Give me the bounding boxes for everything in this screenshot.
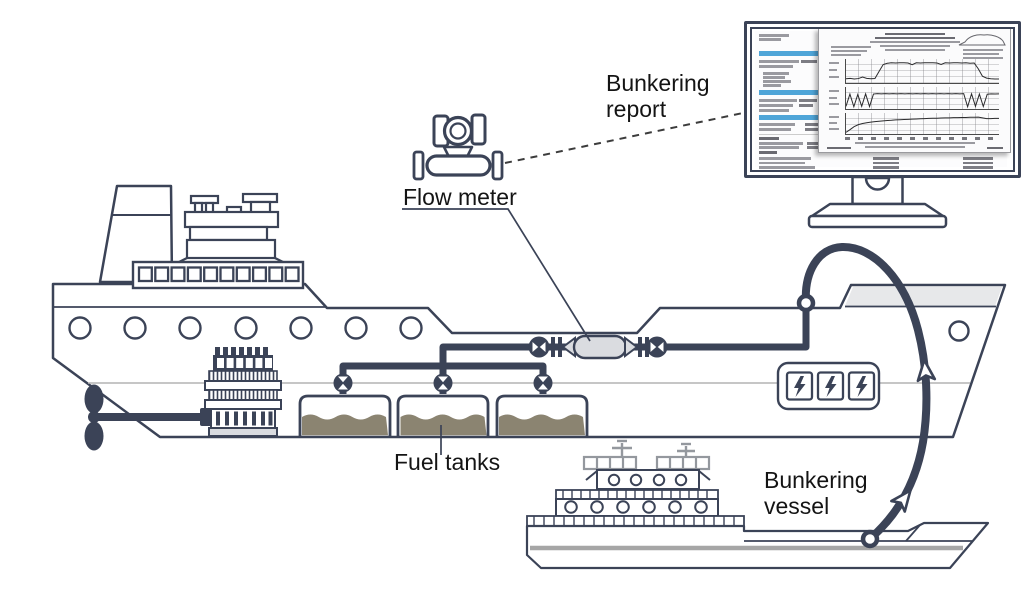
report-chart-total — [845, 113, 999, 135]
report-chart-page — [818, 29, 1011, 153]
hose-arrow-icon — [890, 489, 912, 513]
engine-top-crenellation — [215, 347, 268, 356]
tank-valves — [333, 373, 553, 393]
lightning-bolt-icon — [825, 376, 837, 397]
hose-path — [801, 242, 931, 542]
monitor-stand — [807, 175, 948, 229]
bunker-hose — [796, 242, 937, 549]
report-chart-density — [845, 87, 999, 110]
report-dashed-connector — [504, 112, 744, 164]
porthole-row — [68, 316, 970, 342]
report-section-bar — [759, 90, 823, 95]
vessel-hose-connector — [860, 529, 880, 549]
report-text-line — [759, 38, 781, 41]
electrical-panel — [776, 361, 881, 411]
deck-manifold-connector — [796, 293, 816, 313]
fuel-tanks — [298, 394, 589, 436]
fuel-tank — [298, 394, 392, 436]
flow-meter-icon — [412, 113, 504, 181]
propeller-icon — [84, 384, 104, 451]
flow-meter-label: Flow meter — [403, 184, 517, 210]
report-chart-flow — [845, 59, 999, 84]
report-text-line — [759, 34, 789, 37]
inline-flow-meter — [528, 334, 668, 360]
hose-arrow-icon — [916, 358, 937, 383]
vessel-top-railings — [582, 455, 711, 471]
bunkering-report-label: Bunkering report — [606, 70, 710, 122]
gate-valve-icon — [533, 373, 553, 393]
butterfly-valve-icon — [646, 336, 668, 358]
bunkering-vessel-label: Bunkering vessel — [764, 467, 868, 519]
monitor-screen — [750, 27, 1015, 172]
flow-meter-leader — [402, 208, 591, 342]
report-section-bar — [759, 51, 823, 56]
report-vessel-sketch — [958, 34, 1006, 46]
fuel-tank — [396, 394, 490, 436]
fuel-tanks-label: Fuel tanks — [394, 449, 501, 475]
gate-valve-icon — [433, 373, 453, 393]
receiving-ship — [51, 184, 1007, 451]
bridge — [131, 260, 305, 290]
fuel-tank — [495, 394, 589, 436]
stern-bulwark-band — [845, 287, 1002, 306]
butterfly-valve-icon — [528, 336, 550, 358]
gate-valve-icon — [333, 373, 353, 393]
vessel-hull — [525, 521, 990, 570]
vessel-mid-deck — [555, 489, 719, 517]
report-x-axis-ticks — [845, 137, 999, 140]
lightning-bolt-icon — [856, 376, 868, 397]
vessel-wheelhouse — [585, 469, 711, 490]
vessel-main-deck-railing — [526, 515, 745, 527]
monitor-icon — [744, 21, 1021, 178]
callout-lines — [402, 208, 591, 455]
propeller-shaft — [98, 413, 214, 421]
report-section-bar — [759, 115, 823, 120]
main-engine — [84, 347, 282, 451]
flow-meter-body — [572, 334, 628, 360]
superstructure — [178, 192, 284, 263]
bridge-windows — [137, 266, 300, 283]
lightning-bolt-icon — [794, 376, 806, 397]
